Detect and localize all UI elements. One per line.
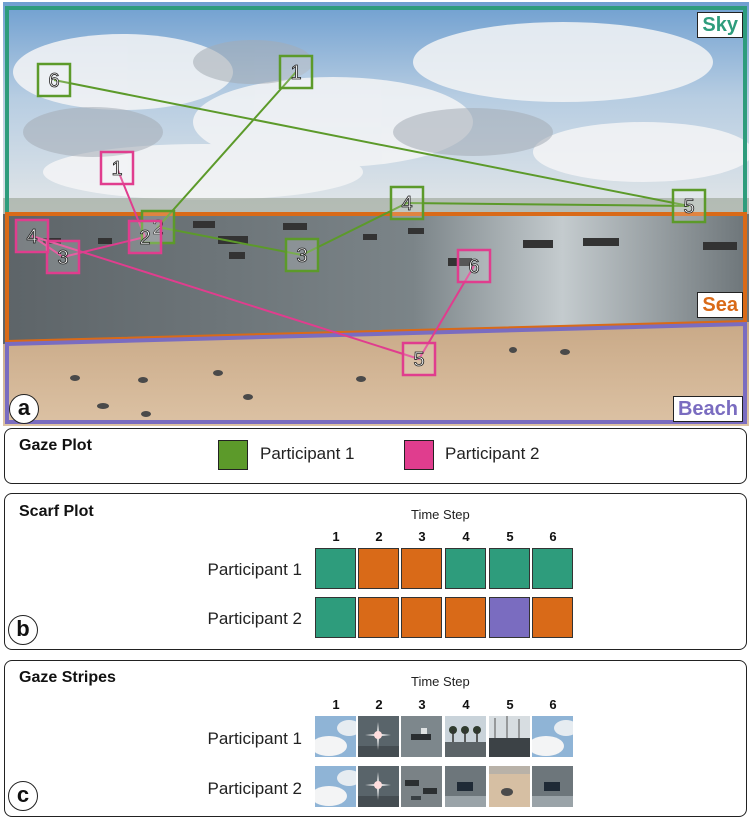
fixation-p1-5: 5 — [671, 188, 707, 224]
scarf-cell-p1-t6 — [532, 548, 573, 589]
svg-text:6: 6 — [48, 70, 59, 92]
scarf-cell-p2-t5 — [489, 597, 530, 638]
scene-image: 123456123456 — [3, 2, 752, 426]
beach-area — [3, 322, 749, 426]
svg-text:4: 4 — [401, 193, 412, 215]
stripe-thumbnail-p2-t2-sun-glare — [358, 766, 399, 807]
stripes-time-step-5: 5 — [506, 697, 514, 712]
scarf-cell-p2-t2 — [358, 597, 399, 638]
svg-text:1: 1 — [290, 62, 301, 84]
svg-text:4: 4 — [26, 226, 37, 248]
stripe-thumbnail-p2-t5-beach-bird — [489, 766, 530, 807]
scarf-cell-p1-t2 — [358, 548, 399, 589]
gaze-stripes-panel: Gaze Stripes Time Step 1 2 3 4 5 6 Participan… — [4, 660, 747, 817]
panel-letter-b: b — [8, 615, 38, 645]
panel-letter-c: c — [8, 781, 38, 811]
svg-text:1: 1 — [111, 158, 122, 180]
panel-letter-a: a — [9, 394, 39, 424]
fixation-p2-5: 5 — [401, 341, 437, 377]
scarf-plot-panel: Scarf Plot Time Step 1 2 3 4 5 6 Participant … — [4, 493, 747, 650]
stripe-thumbnail-p1-t6-sky-cloud — [528, 716, 578, 757]
svg-text:6: 6 — [468, 256, 479, 278]
region-label-beach: Beach — [672, 396, 743, 422]
stripe-thumbnail-p2-t1-sky-cloud — [311, 766, 361, 807]
fixation-p2-3: 3 — [45, 239, 81, 275]
fixation-p2-1: 1 — [99, 150, 135, 186]
sea-area — [3, 214, 749, 344]
scarf-cell-p1-t3 — [401, 548, 442, 589]
participant-1-swatch — [218, 440, 248, 470]
scarf-cell-p2-t3 — [401, 597, 442, 638]
stripes-time-step-3: 3 — [418, 697, 426, 712]
fixation-p2-2: 2 — [127, 219, 163, 255]
scarf-row-label-participant-2: Participant 2 — [207, 609, 303, 628]
scarf-time-step-2: 2 — [375, 529, 383, 544]
fixation-p1-2: 2 — [140, 209, 176, 245]
svg-text:5: 5 — [413, 349, 424, 371]
stripes-row-label-participant-2: Participant 2 — [207, 779, 303, 798]
scarf-cell-p2-t1 — [315, 597, 356, 638]
participant-2-legend-label: Participant 2 — [445, 444, 540, 463]
scarf-cell-p1-t1 — [315, 548, 356, 589]
scene-panel: 123456123456 Sky Sea Beach a — [3, 2, 752, 426]
scarf-cell-p1-t5 — [489, 548, 530, 589]
stripe-thumbnail-p1-t5-pier — [489, 716, 530, 757]
clouds — [13, 22, 752, 200]
scarf-row-label-participant-1: Participant 1 — [207, 560, 303, 579]
stripe-thumbnail-p1-t4-palms — [445, 716, 486, 757]
participant-2-swatch — [404, 440, 434, 470]
scarf-time-step-label: Time Step — [411, 507, 470, 522]
stripes-time-step-2: 2 — [375, 697, 383, 712]
svg-text:2: 2 — [139, 227, 150, 249]
stripes-time-step-4: 4 — [462, 697, 470, 712]
gaze-plot-title: Gaze Plot — [19, 437, 92, 454]
gaze-stripes-title: Gaze Stripes — [19, 669, 116, 686]
beach-area-outline — [5, 321, 747, 424]
scarf-cell-p1-t4 — [445, 548, 486, 589]
stripe-thumbnail-p1-t1-sky-cloud — [311, 716, 361, 757]
stripes-time-step-1: 1 — [332, 697, 340, 712]
stripe-thumbnail-p2-t3-boats — [401, 766, 442, 807]
stripe-thumbnail-p1-t3-boat — [401, 716, 442, 757]
stripes-time-step-label: Time Step — [411, 674, 470, 689]
stripes-time-step-6: 6 — [549, 697, 557, 712]
scarf-time-step-6: 6 — [549, 529, 557, 544]
stripes-row-label-participant-1: Participant 1 — [207, 729, 303, 748]
svg-text:3: 3 — [296, 245, 307, 267]
scarf-plot-title: Scarf Plot — [19, 503, 94, 520]
scarf-time-step-4: 4 — [462, 529, 470, 544]
region-label-sky: Sky — [697, 12, 743, 38]
fixation-p1-1: 1 — [278, 54, 314, 90]
fixation-p2-6: 6 — [456, 248, 492, 284]
gaze-plot-legend: Gaze Plot Participant 1 Participant 2 — [4, 428, 747, 484]
fixation-p1-3: 3 — [284, 237, 320, 273]
scarf-time-step-3: 3 — [418, 529, 426, 544]
stripe-thumbnail-p1-t2-sun-glare — [358, 716, 399, 757]
fixation-p1-4: 4 — [389, 185, 425, 221]
svg-text:5: 5 — [683, 196, 694, 218]
scarf-time-step-5: 5 — [506, 529, 514, 544]
scarf-cell-p2-t6 — [532, 597, 573, 638]
svg-text:3: 3 — [57, 247, 68, 269]
fixation-p1-6: 6 — [36, 62, 72, 98]
scanpath-participant-1 — [53, 71, 690, 257]
birds — [70, 347, 570, 417]
stripe-thumbnail-p2-t4-boat-water — [445, 766, 486, 807]
scarf-time-step-1: 1 — [332, 529, 340, 544]
svg-text:2: 2 — [152, 217, 163, 239]
participant-1-legend-label: Participant 1 — [260, 444, 355, 463]
stripe-thumbnail-p2-t6-boat-water — [532, 766, 573, 807]
region-label-sea: Sea — [697, 292, 743, 318]
fixation-p2-4: 4 — [14, 218, 50, 254]
scarf-cell-p2-t4 — [445, 597, 486, 638]
